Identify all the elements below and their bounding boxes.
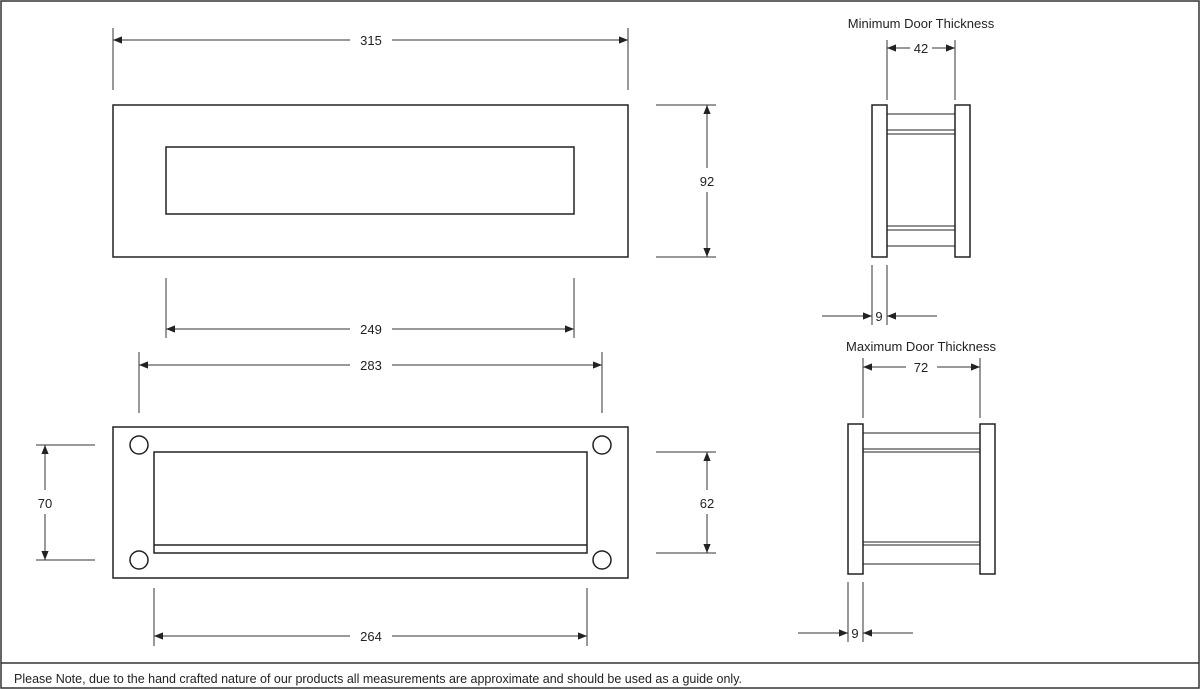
- rear-plate-outline: [112, 426, 629, 579]
- rear-hole-spacing-dimension: [138, 352, 603, 413]
- screw-hole-bottom-left: [129, 550, 149, 570]
- rear-width-label: 283: [360, 358, 382, 373]
- rear-plate-slot: [153, 451, 588, 554]
- rear-slot-width-label: 264: [360, 629, 382, 644]
- min-door-thickness-label: 42: [914, 41, 928, 56]
- rear-plate-view: [112, 426, 629, 579]
- min-door-plate-dimension: [822, 265, 937, 325]
- front-width-dimension: [112, 28, 629, 90]
- front-plate-view: [112, 104, 629, 258]
- screw-hole-top-right: [592, 435, 612, 455]
- rear-slot-height-dimension: [656, 451, 716, 554]
- min-door-title: Minimum Door Thickness: [848, 16, 995, 31]
- min-door-rear-plate-side: [954, 104, 971, 258]
- front-height-label: 92: [700, 174, 714, 189]
- rear-slot-width-dimension: [153, 588, 588, 646]
- min-door-side-view: [871, 104, 971, 258]
- rear-height-label: 70: [38, 496, 52, 511]
- footer-note: Please Note, due to the hand crafted nat…: [14, 672, 742, 686]
- front-width-label: 315: [360, 33, 382, 48]
- max-door-title: Maximum Door Thickness: [846, 339, 997, 354]
- max-door-plate-dimension: [798, 582, 913, 642]
- rear-height-dimension: [36, 444, 95, 561]
- max-door-thickness-dimension: [862, 358, 981, 418]
- front-slot-width-label: 249: [360, 322, 382, 337]
- screw-hole-bottom-right: [592, 550, 612, 570]
- screw-hole-top-left: [129, 435, 149, 455]
- max-door-front-plate-side: [847, 423, 864, 575]
- max-door-thickness-label: 72: [914, 360, 928, 375]
- max-door-plate-label: 9: [851, 626, 858, 641]
- front-slot-width-dimension: [165, 278, 575, 338]
- min-door-plate-label: 9: [875, 309, 882, 324]
- min-door-front-plate-side: [871, 104, 888, 258]
- front-plate-outline: [112, 104, 629, 258]
- front-height-dimension: [656, 104, 716, 258]
- max-door-rear-plate-side: [979, 423, 996, 575]
- front-plate-slot: [165, 146, 575, 215]
- max-door-side-view: [847, 423, 996, 575]
- rear-slot-height-label: 62: [700, 496, 714, 511]
- min-door-thickness-dimension: [886, 40, 956, 100]
